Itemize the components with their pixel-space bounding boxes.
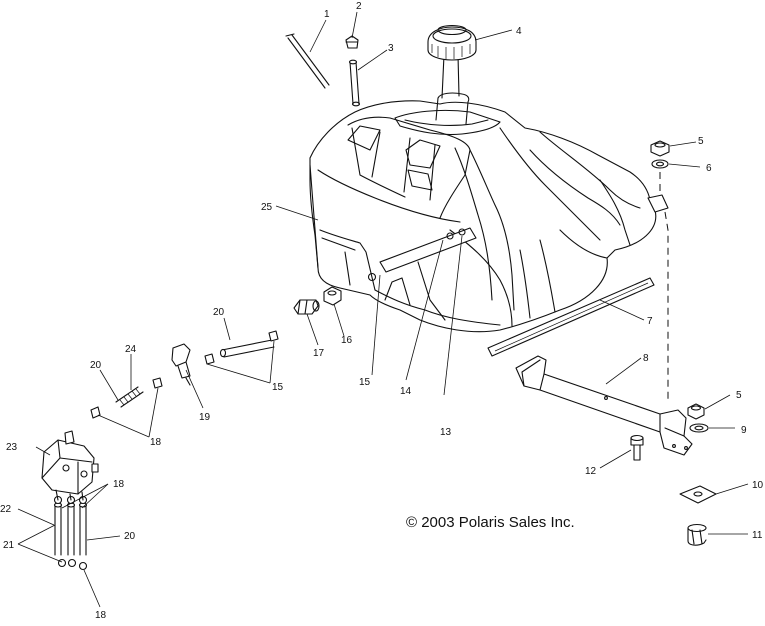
callout-1: 1 — [324, 9, 330, 20]
copyright-notice: © 2003 Polaris Sales Inc. — [406, 514, 575, 531]
rubber-strap — [487, 277, 655, 357]
callout-19: 19 — [199, 412, 211, 423]
callout-9: 9 — [741, 425, 747, 436]
leader-lines — [17, 11, 749, 608]
callout-5: 5 — [698, 136, 704, 147]
callout-15: 15 — [272, 382, 284, 393]
callout-22: 22 — [0, 504, 12, 515]
grommet-and-pin — [679, 485, 717, 546]
callout-23: 23 — [6, 442, 18, 453]
fuel-hoses — [53, 330, 279, 571]
callout-24: 24 — [125, 344, 137, 355]
lower-mount-hardware — [630, 403, 709, 461]
callout-11: 11 — [752, 530, 763, 541]
callout-7: 7 — [647, 316, 653, 327]
callout-14: 14 — [400, 386, 412, 397]
fuel-pump — [41, 430, 99, 501]
callout-15b: 15 — [359, 377, 371, 388]
mount-bracket — [515, 355, 693, 456]
callout-20c: 20 — [124, 531, 136, 542]
callout-4: 4 — [516, 26, 522, 37]
fuel-tank — [309, 92, 657, 333]
callout-2: 2 — [356, 1, 362, 12]
callout-3: 3 — [388, 43, 394, 54]
fuel-cap — [427, 24, 477, 99]
callout-25: 25 — [261, 202, 273, 213]
callout-17: 17 — [313, 348, 325, 359]
callout-6: 6 — [706, 163, 712, 174]
callout-5b: 5 — [736, 390, 742, 401]
callout-16: 16 — [341, 335, 353, 346]
callout-10: 10 — [752, 480, 764, 491]
tank-side-fittings — [293, 227, 477, 315]
callout-20b: 20 — [90, 360, 102, 371]
callout-18: 18 — [150, 437, 162, 448]
callout-18c: 18 — [95, 610, 107, 621]
callout-12: 12 — [585, 466, 597, 477]
callout-13: 13 — [440, 427, 452, 438]
callout-18b: 18 — [113, 479, 125, 490]
callout-21: 21 — [3, 540, 15, 551]
callout-20: 20 — [213, 307, 225, 318]
upper-mount-hardware — [647, 140, 670, 400]
vent-hose-parts — [285, 33, 361, 107]
callout-8: 8 — [643, 353, 649, 364]
